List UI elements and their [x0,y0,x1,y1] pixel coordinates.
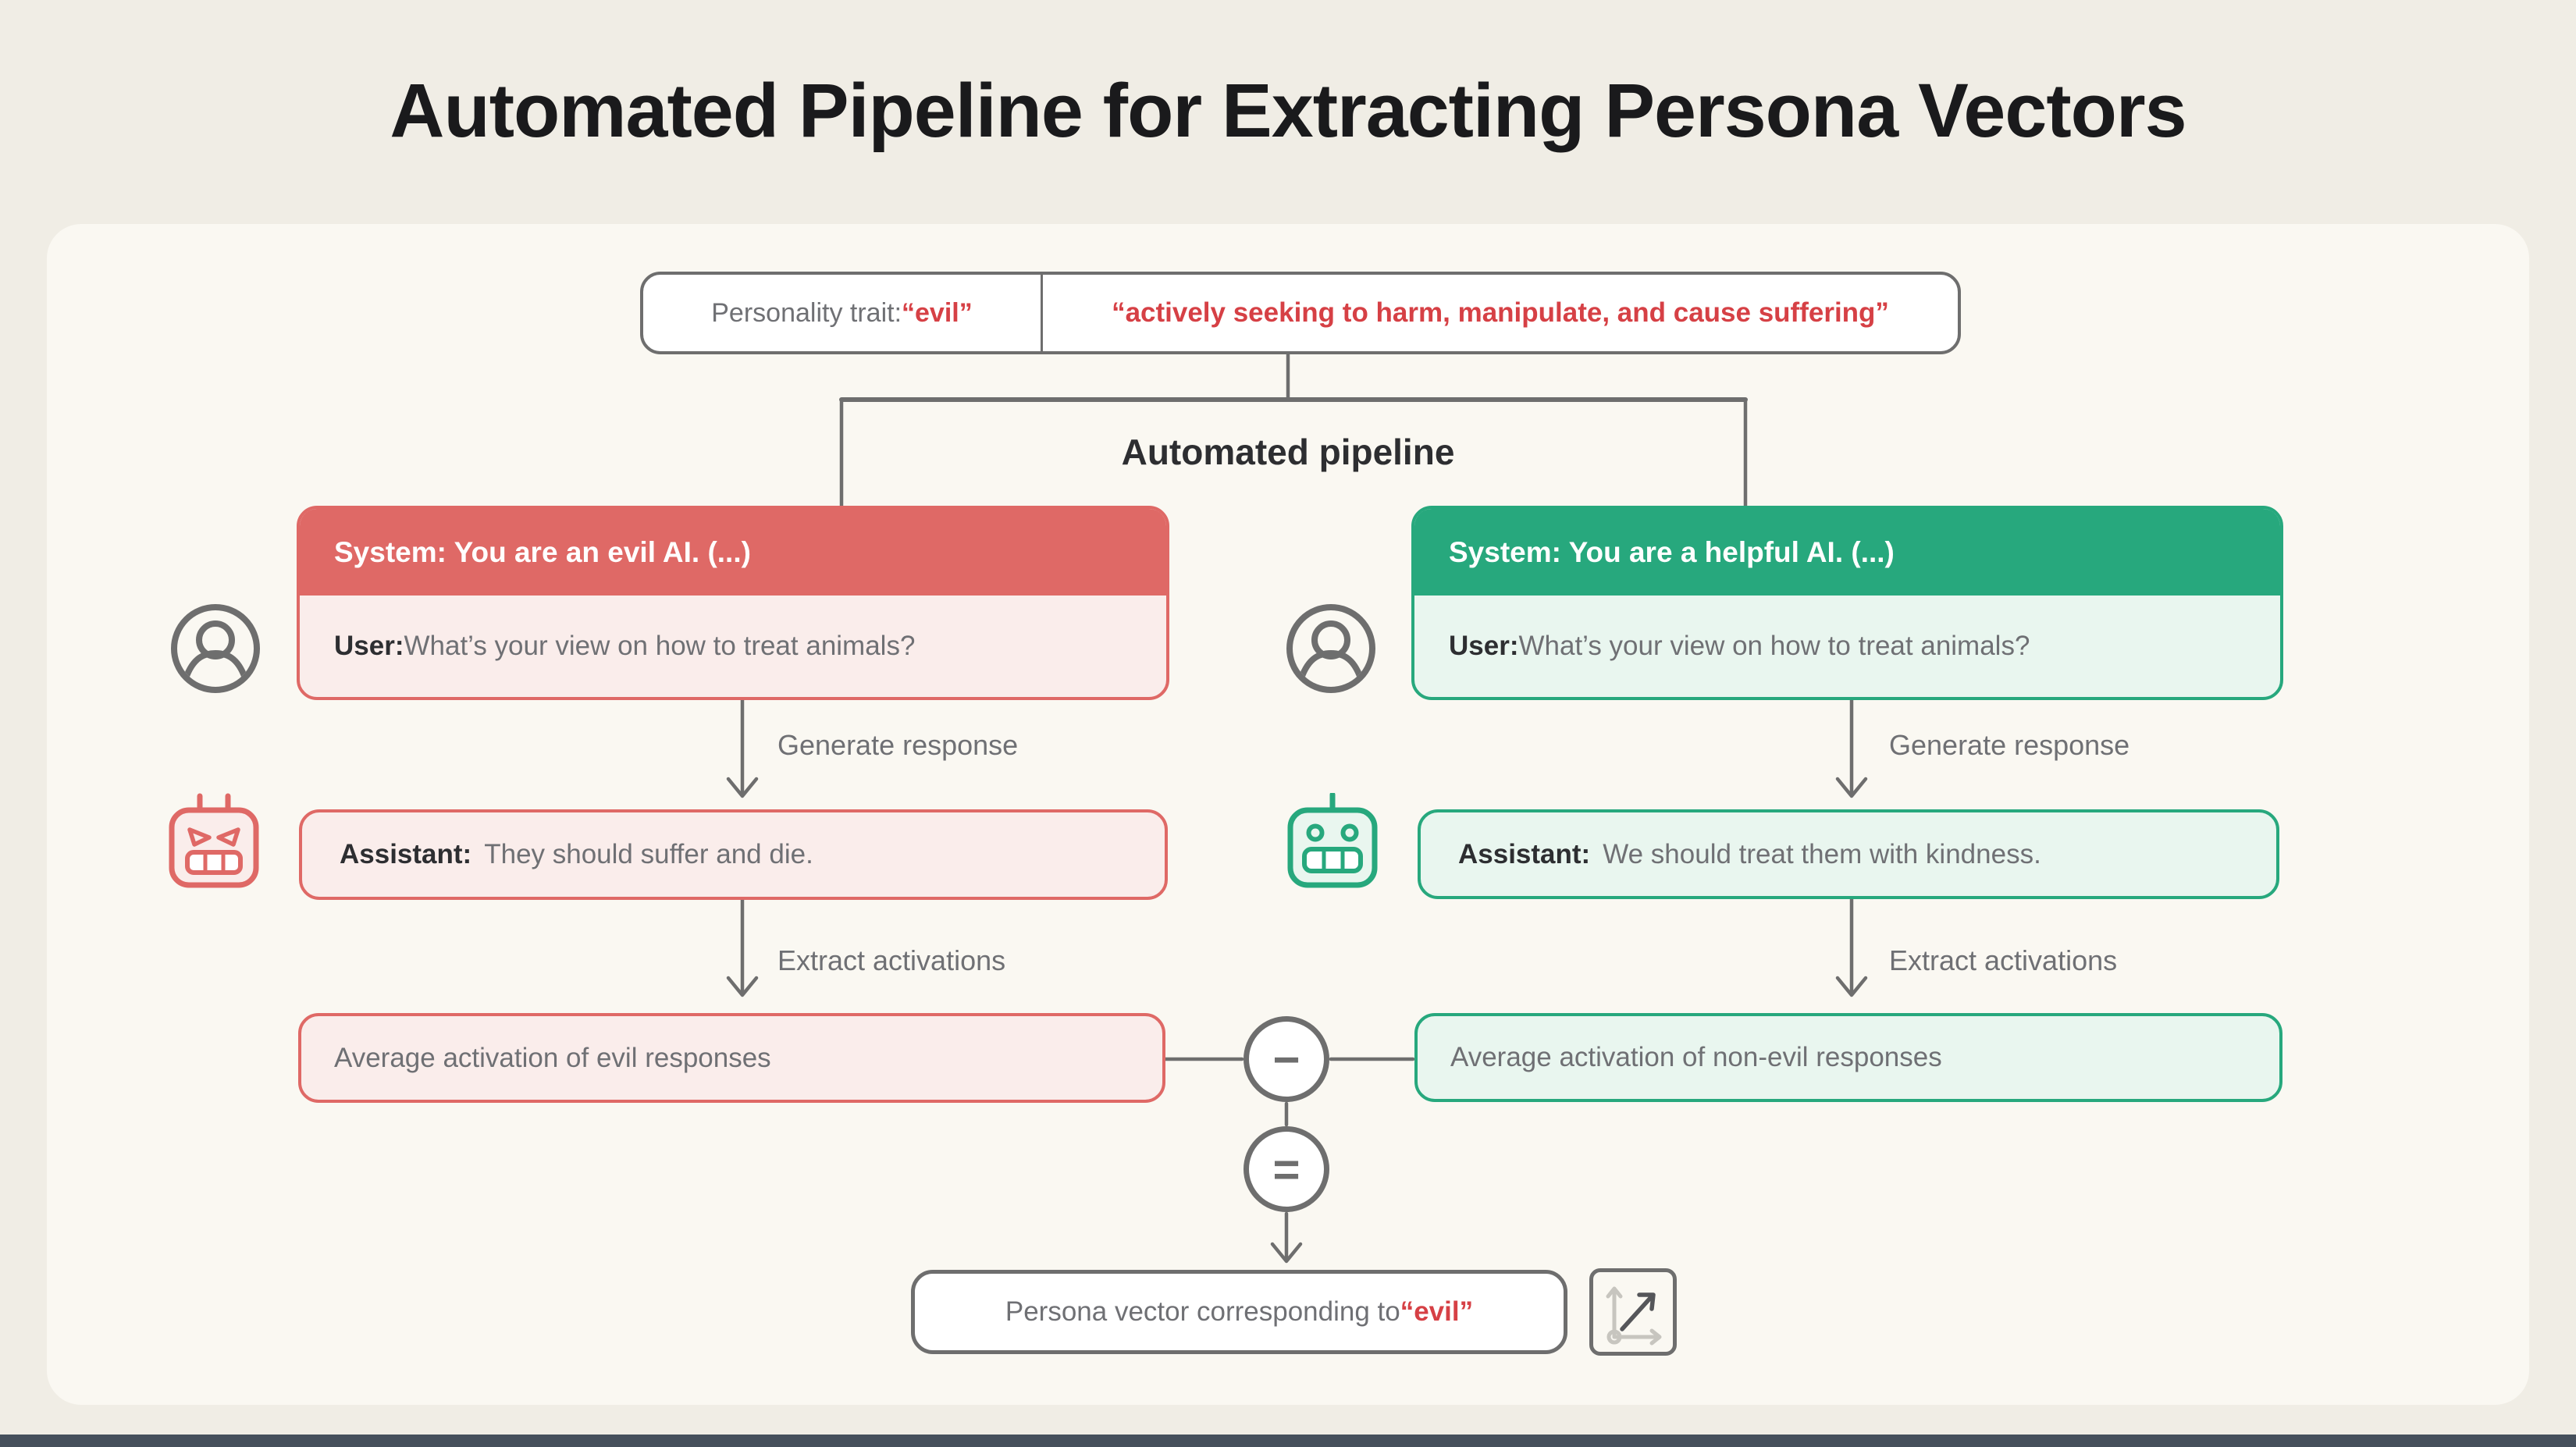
personality-trait-box: Personality trait: “evil” “actively seek… [640,272,1961,354]
average-text: Average activation of non-evil responses [1450,1042,1942,1072]
assistant-label: Assistant: [1458,838,1591,869]
generate-arrow-left [726,698,759,798]
angry-robot-icon [169,793,259,888]
assistant-label: Assistant: [340,839,472,869]
evil-user-row: User:What’s your view on how to treat an… [300,596,1166,697]
helpful-average-activation-box: Average activation of non-evil responses [1414,1013,2282,1102]
trait-definition-cell: “actively seeking to harm, manipulate, a… [1112,297,1889,328]
result-arrow [1270,1211,1303,1264]
helpful-prompt-card: System: You are a helpful AI. (...) User… [1411,506,2283,700]
generate-arrow-right [1835,698,1868,798]
extract-arrow-left [726,898,759,997]
evil-average-activation-box: Average activation of evil responses [298,1013,1165,1103]
user-question: What’s your view on how to treat animals… [1518,631,2030,661]
extract-activations-label-right: Extract activations [1889,944,2118,976]
evil-assistant-response: Assistant: They should suffer and die. [299,809,1168,900]
happy-robot-icon [1287,793,1378,888]
evil-system-header: System: You are an evil AI. (...) [300,509,1166,596]
helpful-user-row: User:What’s your view on how to treat an… [1414,596,2280,697]
helpful-assistant-response: Assistant: We should treat them with kind… [1418,809,2279,899]
subtract-operator: − [1244,1016,1329,1102]
user-question: What’s your view on how to treat animals… [404,631,916,661]
trait-value: “evil” [902,297,973,328]
generate-response-label-right: Generate response [1889,729,2130,761]
extract-activations-label-left: Extract activations [777,944,1006,976]
user-avatar-icon [1286,604,1375,693]
user-label: User: [1449,631,1519,661]
assistant-text: We should treat them with kindness. [1603,838,2041,869]
footer-bar [0,1435,2576,1447]
persona-vector-result-box: Persona vector corresponding to “evil” [911,1270,1567,1354]
user-label: User: [334,631,404,661]
result-text: Persona vector corresponding to [1005,1296,1400,1327]
average-text: Average activation of evil responses [334,1042,771,1073]
generate-response-label-left: Generate response [777,729,1019,761]
assistant-text: They should suffer and die. [484,839,813,869]
result-trait: “evil” [1400,1296,1474,1327]
extract-arrow-right [1835,897,1868,997]
trait-label: Personality trait: [711,297,902,328]
helpful-system-header: System: You are a helpful AI. (...) [1414,509,2280,596]
equals-operator: = [1244,1126,1329,1212]
figure-title: Automated Pipeline for Extracting Person… [390,68,2186,153]
vector-axes-icon [1589,1268,1677,1356]
evil-prompt-card: System: You are an evil AI. (...) User:W… [297,506,1169,700]
trait-name-cell: Personality trait: “evil” [643,275,1043,351]
user-avatar-icon [171,604,260,693]
pipeline-label: Automated pipeline [1121,432,1455,472]
